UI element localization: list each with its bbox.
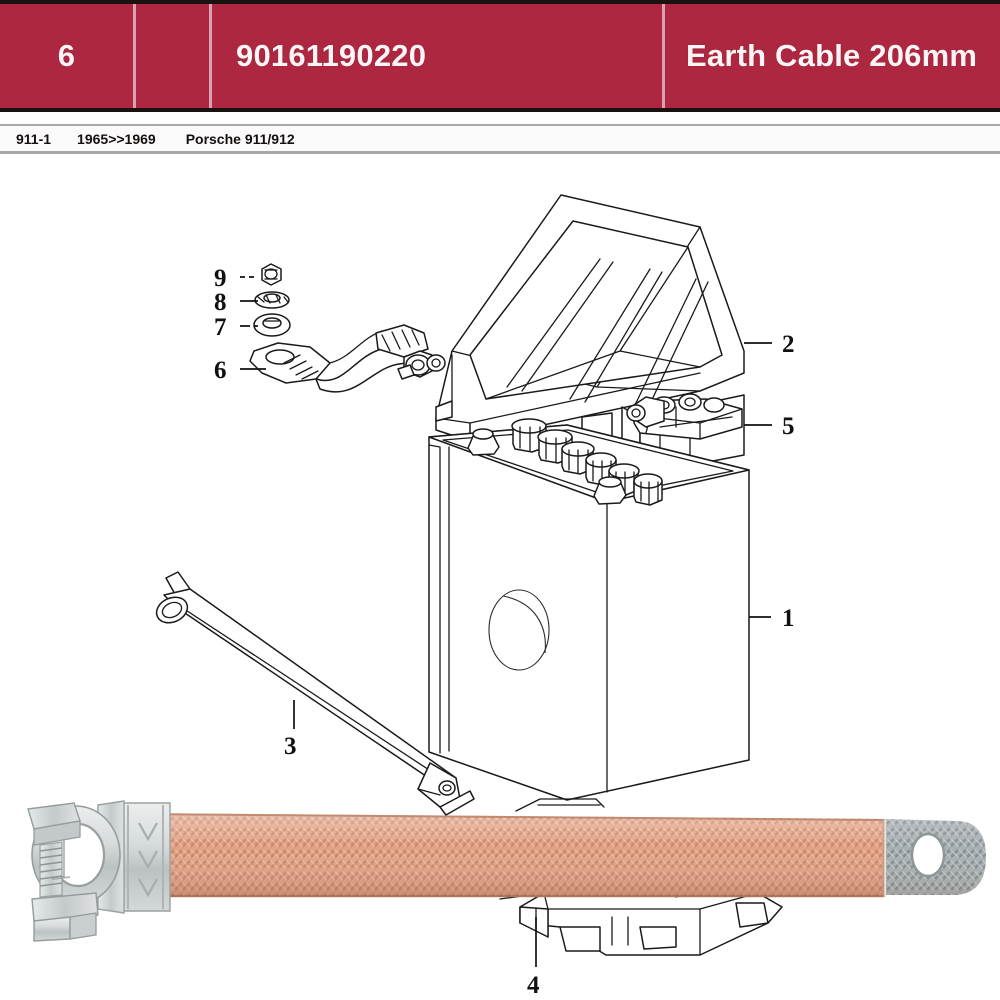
header-divider-3 xyxy=(662,4,665,108)
part-7-flat-washer-art xyxy=(253,313,291,337)
callout-5: 5 xyxy=(744,413,795,440)
header-top-rule xyxy=(0,0,1000,4)
callout-6-number: 6 xyxy=(214,357,227,384)
battery-cell-caps xyxy=(467,418,663,506)
callout-3-number: 3 xyxy=(284,733,297,760)
part-5-terminal-clamp-art xyxy=(626,393,743,440)
callout-7-number: 7 xyxy=(214,314,227,341)
part-description: Earth Cable 206mm xyxy=(686,38,978,73)
part-9-hex-nut-art xyxy=(261,263,282,286)
battery-terminal-clamp-photo xyxy=(27,800,125,942)
part-1-battery-art xyxy=(428,418,750,801)
part-number: 90161190220 xyxy=(236,38,427,73)
part-8-lock-washer-art xyxy=(254,291,290,309)
part-index-number: 6 xyxy=(57,38,76,73)
callout-6: 6 xyxy=(214,357,266,384)
header-divider-2 xyxy=(209,4,212,108)
callout-8: 8 xyxy=(214,289,258,316)
part-4-battery-tray-art xyxy=(499,798,783,956)
part-6-earth-strap-art xyxy=(249,324,446,393)
callout-4-number: 4 xyxy=(527,972,540,999)
callout-2-number: 2 xyxy=(782,331,795,358)
header-divider-1 xyxy=(133,4,136,108)
callout-1: 1 xyxy=(749,605,795,632)
callout-5-number: 5 xyxy=(782,413,795,440)
model-group-code: 911-1 xyxy=(16,130,52,147)
header-red-panel xyxy=(0,4,1000,108)
callout-9: 9 xyxy=(214,265,258,292)
callout-9-number: 9 xyxy=(214,265,227,292)
callout-2: 2 xyxy=(744,331,795,358)
title-header-bar: 6 90161190220 Earth Cable 206mm xyxy=(0,0,1000,112)
model-year-range: 1965>>1969 xyxy=(77,130,156,147)
exploded-parts-diagram: 2 5 xyxy=(0,155,1000,1000)
header-bottom-rule xyxy=(0,108,1000,112)
callout-7: 7 xyxy=(214,314,258,341)
callout-1-number: 1 xyxy=(782,605,795,632)
callout-3: 3 xyxy=(284,700,297,760)
model-context-bar: 911-1 1965>>1969 Porsche 911/912 xyxy=(0,124,1000,154)
earth-cable-photo xyxy=(27,800,986,942)
model-make-name: Porsche 911/912 xyxy=(185,130,295,147)
callout-4: 4 xyxy=(527,917,540,999)
part-3-hold-down-strap-art xyxy=(155,571,475,816)
callout-8-number: 8 xyxy=(214,289,227,316)
